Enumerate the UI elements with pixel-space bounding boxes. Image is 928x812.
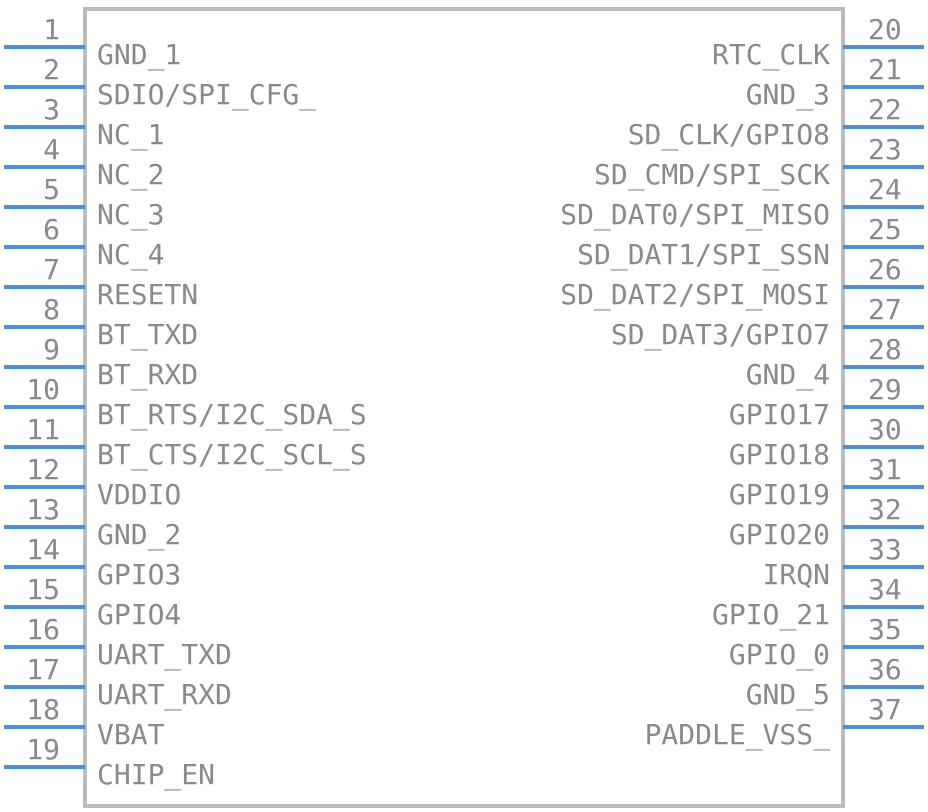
pin-34-name: GPIO_21	[712, 598, 830, 632]
pin-11-number: 11	[26, 413, 60, 446]
pin-28-name: GND_4	[746, 358, 830, 392]
pin-12-number: 12	[26, 453, 60, 486]
pin-22-name: SD_CLK/GPIO8	[628, 118, 830, 152]
pin-37-number: 37	[868, 693, 902, 726]
pin-30-name: GPIO18	[729, 438, 830, 471]
pin-13-name: GND_2	[97, 518, 181, 552]
pin-36-name: GND_5	[746, 678, 830, 712]
pin-21-number: 21	[868, 53, 902, 86]
pin-33-number: 33	[868, 533, 902, 566]
pin-32-number: 32	[868, 493, 902, 526]
pin-27-number: 27	[868, 293, 902, 326]
pin-16-name: UART_TXD	[97, 638, 232, 672]
pin-1-number: 1	[43, 13, 60, 46]
pin-7-number: 7	[43, 253, 60, 286]
pin-8-name: BT_TXD	[97, 318, 198, 352]
pin-33-name: IRQN	[763, 558, 830, 591]
pin-31-name: GPIO19	[729, 478, 830, 511]
pin-10-name: BT_RTS/I2C_SDA_S	[97, 398, 367, 432]
pin-6-name: NC_4	[97, 238, 164, 272]
pin-24-name: SD_DAT0/SPI_MISO	[560, 198, 830, 232]
pin-20-name: RTC_CLK	[712, 38, 830, 72]
pin-18-number: 18	[26, 693, 60, 726]
pin-26-number: 26	[868, 253, 902, 286]
pin-5-name: NC_3	[97, 198, 164, 232]
pin-9-number: 9	[43, 333, 60, 366]
pin-21-name: GND_3	[746, 78, 830, 112]
pin-15-name: GPIO4	[97, 598, 181, 631]
pin-37-name: PADDLE_VSS_	[645, 718, 831, 752]
pin-17-number: 17	[26, 653, 60, 686]
pin-31-number: 31	[868, 453, 902, 486]
pin-19-number: 19	[26, 733, 60, 766]
pin-15-number: 15	[26, 573, 60, 606]
pin-17-name: UART_RXD	[97, 678, 232, 712]
pin-3-name: NC_1	[97, 118, 164, 152]
pin-22-number: 22	[868, 93, 902, 126]
pin-24-number: 24	[868, 173, 902, 206]
pin-35-name: GPIO_0	[729, 638, 830, 672]
pin-25-name: SD_DAT1/SPI_SSN	[577, 238, 830, 272]
pin-18-name: VBAT	[97, 718, 165, 751]
pin-25-number: 25	[868, 213, 902, 246]
pin-14-number: 14	[26, 533, 60, 566]
pin-28-number: 28	[868, 333, 902, 366]
pin-27-name: SD_DAT3/GPIO7	[611, 318, 830, 352]
pin-13-number: 13	[26, 493, 60, 526]
pin-7-name: RESETN	[97, 278, 198, 311]
pin-4-name: NC_2	[97, 158, 164, 192]
pin-12-name: VDDIO	[97, 478, 181, 511]
pin-29-number: 29	[868, 373, 902, 406]
pin-20-number: 20	[868, 13, 902, 46]
pin-8-number: 8	[43, 293, 60, 326]
pin-36-number: 36	[868, 653, 902, 686]
pin-5-number: 5	[43, 173, 60, 206]
pin-1-name: GND_1	[97, 38, 181, 72]
pin-19-name: CHIP_EN	[97, 758, 215, 792]
pin-30-number: 30	[868, 413, 902, 446]
pin-10-number: 10	[26, 373, 60, 406]
pin-4-number: 4	[43, 133, 60, 166]
pin-32-name: GPIO20	[729, 518, 830, 551]
pin-11-name: BT_CTS/I2C_SCL_S	[97, 438, 367, 472]
pin-6-number: 6	[43, 213, 60, 246]
pin-3-number: 3	[43, 93, 60, 126]
pin-23-number: 23	[868, 133, 902, 166]
pin-14-name: GPIO3	[97, 558, 181, 591]
pin-26-name: SD_DAT2/SPI_MOSI	[560, 278, 830, 312]
pin-2-name: SDIO/SPI_CFG_	[97, 78, 316, 112]
pin-16-number: 16	[26, 613, 60, 646]
pin-29-name: GPIO17	[729, 398, 830, 431]
pin-23-name: SD_CMD/SPI_SCK	[594, 158, 830, 192]
pin-9-name: BT_RXD	[97, 358, 198, 392]
pin-34-number: 34	[868, 573, 902, 606]
pin-35-number: 35	[868, 613, 902, 646]
pin-2-number: 2	[43, 53, 60, 86]
